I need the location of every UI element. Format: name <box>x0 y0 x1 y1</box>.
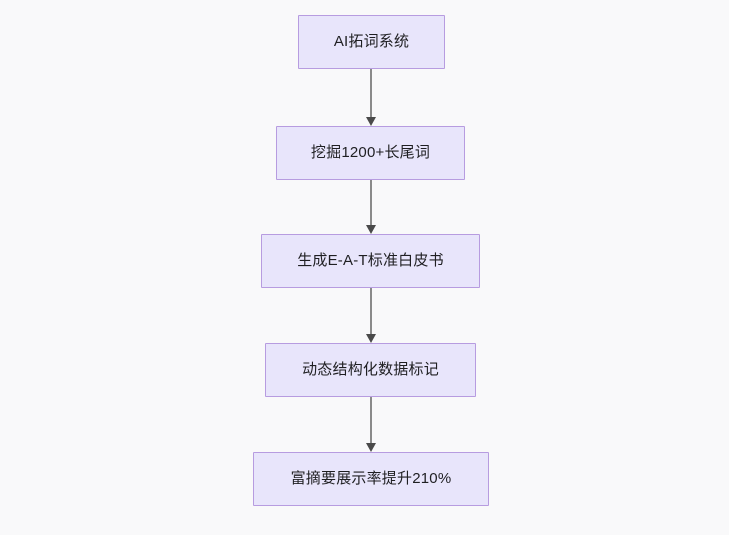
flowchart-node-4[interactable]: 动态结构化数据标记 <box>265 343 476 397</box>
edge-line <box>370 288 372 334</box>
flowchart-node-3-label: 生成E-A-T标准白皮书 <box>297 252 444 269</box>
arrowhead-icon <box>366 443 376 452</box>
flowchart-edge-1 <box>365 69 377 126</box>
arrowhead-icon <box>366 117 376 126</box>
flowchart-edge-2 <box>365 180 377 234</box>
edge-line <box>370 180 372 225</box>
flowchart-node-3[interactable]: 生成E-A-T标准白皮书 <box>261 234 480 288</box>
flowchart-node-4-label: 动态结构化数据标记 <box>302 361 439 378</box>
flowchart-node-5-label: 富摘要展示率提升210% <box>290 470 452 487</box>
edge-line <box>370 69 372 117</box>
flowchart-edge-3 <box>365 288 377 343</box>
flowchart-node-2-label: 挖掘1200+长尾词 <box>310 144 431 161</box>
flowchart-node-1-label: AI拓词系统 <box>333 33 410 50</box>
flowchart-node-1[interactable]: AI拓词系统 <box>298 15 445 69</box>
edge-line <box>370 397 372 443</box>
arrowhead-icon <box>366 225 376 234</box>
arrowhead-icon <box>366 334 376 343</box>
flowchart-edge-4 <box>365 397 377 452</box>
flowchart-node-5[interactable]: 富摘要展示率提升210% <box>253 452 489 506</box>
flowchart-node-2[interactable]: 挖掘1200+长尾词 <box>276 126 465 180</box>
